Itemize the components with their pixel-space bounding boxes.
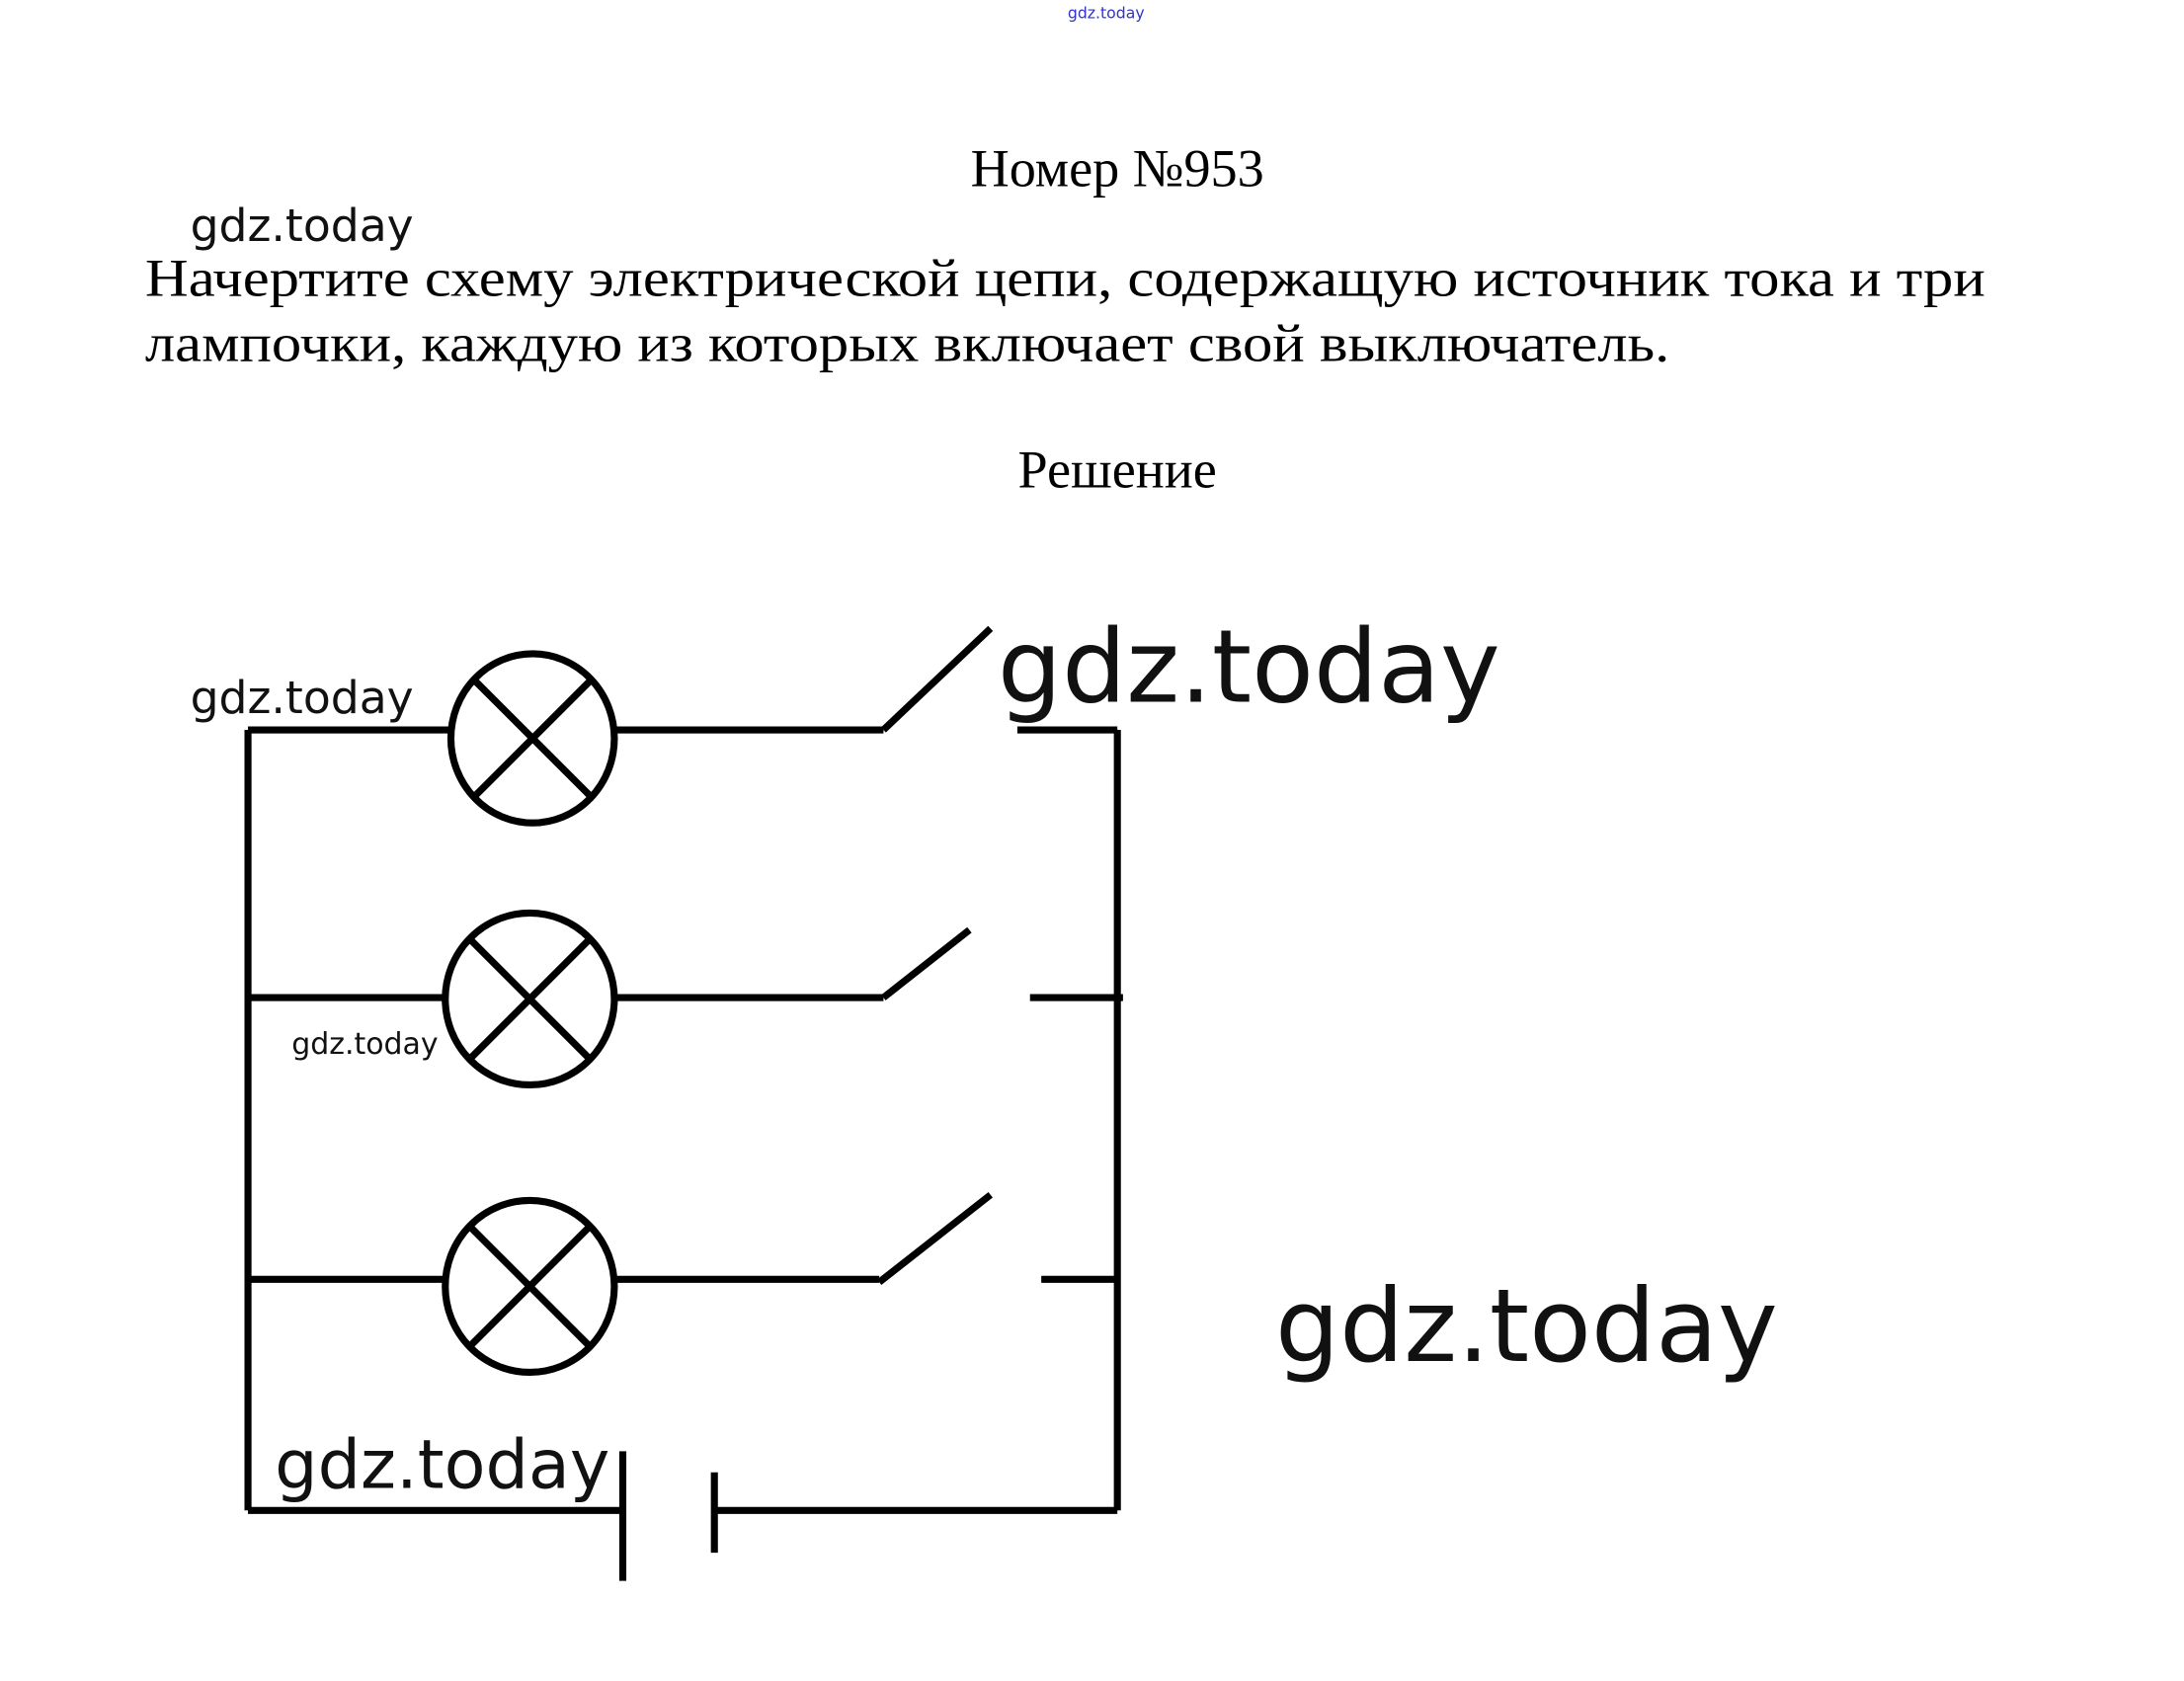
task-text-line-1: Начертите схему электрической цепи, соде… (145, 249, 1985, 308)
watermark: gdz.today (291, 1027, 438, 1062)
switch-icon (881, 926, 972, 1001)
switch-icon (876, 1191, 993, 1285)
lamp-icon (442, 1196, 618, 1377)
page-title: Номер №953 (971, 138, 1264, 198)
watermark: gdz.today (1275, 1268, 1778, 1386)
watermark: gdz.today (275, 1425, 609, 1504)
header-watermark[interactable]: gdz.today (1068, 4, 1145, 23)
lamp-icon (442, 909, 618, 1089)
branch-2 (248, 909, 1123, 1089)
lamp-icon (446, 650, 618, 827)
watermark: gdz.today (191, 672, 414, 724)
watermark: gdz.today (191, 200, 414, 252)
circuit-diagram (244, 625, 1123, 1581)
battery-icon (618, 1451, 718, 1581)
task-text-line-2: лампочки, каждую из которых включает сво… (145, 313, 1669, 372)
solution-heading: Решение (1018, 440, 1217, 500)
branch-3 (248, 1191, 1118, 1377)
switch-icon (880, 625, 994, 733)
watermark: gdz.today (998, 608, 1500, 726)
branch-1 (248, 625, 1118, 827)
